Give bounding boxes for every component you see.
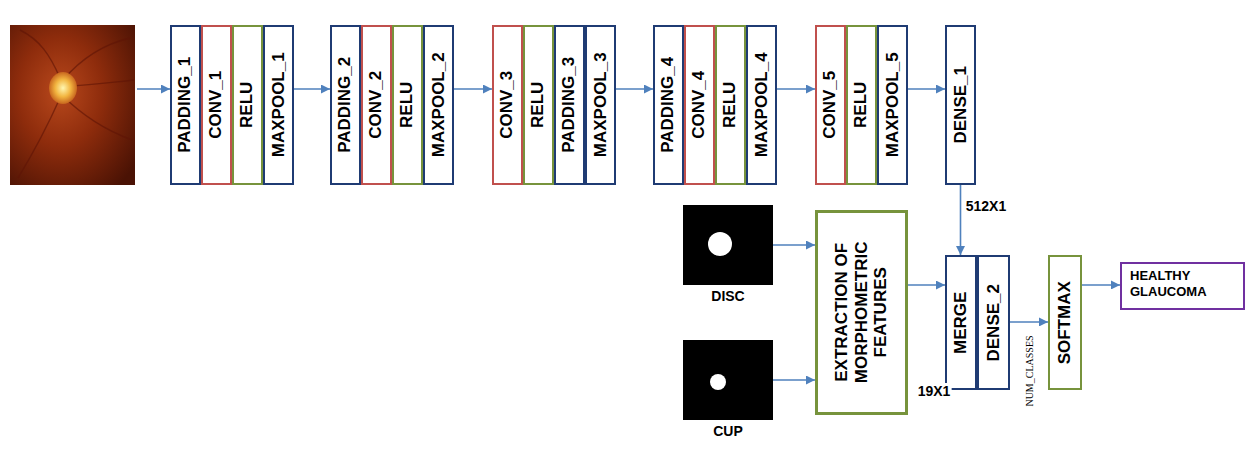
layer-label: MAXPOOL_5 [883,53,903,158]
layer-label: MAXPOOL_1 [269,53,289,158]
layer-box: CONV_1 [201,25,232,185]
layer-label: RELU [238,82,258,128]
layer-label: PADDING_4 [659,57,679,153]
vessels [18,30,134,178]
binary-mask [683,205,773,285]
layer-box: RELU [846,25,877,185]
layer-box: CONV_4 [684,25,715,185]
mask-ground [683,340,773,420]
image-label: CUP [683,424,773,439]
layer-label: PADDING_1 [176,57,196,153]
fundus-image [10,25,135,185]
dimension-label: NUM_CLASSES [1024,334,1035,407]
layer-label: CONV_2 [367,71,387,139]
layer-box: CONV_2 [361,25,392,185]
layer-box: PADDING_2 [330,25,361,185]
connector-arrow [908,284,945,286]
binary-mask [683,340,773,420]
connector-arrow [454,88,492,90]
layer-box: MAXPOOL_5 [877,25,908,185]
layer-label: RELU [721,82,741,128]
connector-arrow [1082,284,1120,286]
connector-arrow [773,379,815,381]
layer-box: RELU [523,25,554,185]
layer-box: DENSE_1 [945,25,976,185]
dimension-label: 19X1 [917,383,952,399]
image-label: DISC [683,289,773,304]
layer-box: MAXPOOL_3 [585,25,616,185]
layer-box: RELU [715,25,746,185]
connector-arrow [1010,321,1048,323]
layer-box: MAXPOOL_2 [423,25,454,185]
connector-arrow [294,88,330,90]
layer-label: CONV_4 [690,71,710,139]
output-box: HEALTHY GLAUCOMA [1120,262,1245,310]
layer-label: DENSE_2 [984,284,1004,361]
layer-box: PADDING_1 [170,25,201,185]
mask-ground [683,205,773,285]
mask-image: CUP [683,340,773,420]
dimension-label: 512X1 [965,198,1007,214]
connector-arrow [777,88,815,90]
optic-disc [49,72,77,104]
mask-region [710,374,726,390]
layer-label: RELU [852,82,872,128]
layer-box: EXTRACTION OF MORPHOMETRIC FEATURES [815,210,908,415]
layer-label: SOFTMAX [1055,281,1075,364]
connector-arrow [773,244,815,246]
layer-label: MAXPOOL_4 [752,53,772,158]
connector-arrow [616,88,653,90]
layer-box: SOFTMAX [1048,255,1082,390]
layer-label: CONV_1 [207,71,227,139]
layer-label: MAXPOOL_3 [591,53,611,158]
mask-region [708,232,732,256]
layer-label: RELU [398,82,418,128]
layer-label: CONV_3 [498,71,518,139]
layer-box: CONV_3 [492,25,523,185]
layer-box: PADDING_3 [554,25,585,185]
layer-box: PADDING_4 [653,25,684,185]
layer-box: CONV_5 [815,25,846,185]
mask-image: DISC [683,205,773,285]
layer-label: RELU [529,82,549,128]
layer-label: PADDING_2 [336,57,356,153]
layer-label: PADDING_3 [560,57,580,153]
layer-box: MAXPOOL_4 [746,25,777,185]
layer-box: RELU [232,25,263,185]
layer-label: CONV_5 [821,71,841,139]
layer-label: DENSE_1 [951,66,971,143]
connector-arrow [908,88,945,90]
layer-label: MAXPOOL_2 [429,53,449,158]
input-arrow [137,88,170,90]
layer-label: HEALTHY GLAUCOMA [1130,268,1235,301]
layer-label: EXTRACTION OF MORPHOMETRIC FEATURES [832,225,891,400]
connector-arrow [960,185,962,255]
layer-box: MERGE [945,255,977,390]
layer-box: RELU [392,25,423,185]
layer-box: DENSE_2 [977,255,1010,390]
layer-label: MERGE [951,291,971,353]
layer-box: MAXPOOL_1 [263,25,294,185]
